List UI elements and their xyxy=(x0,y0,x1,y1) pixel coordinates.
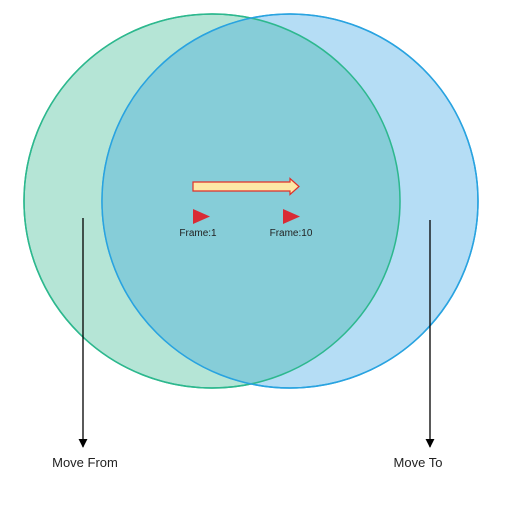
move-from-label: Move From xyxy=(52,455,118,470)
right-arrow-icon xyxy=(192,177,300,196)
move-to-circle-outline xyxy=(101,13,479,389)
frame-1-marker-icon xyxy=(193,209,210,224)
move-to-label: Move To xyxy=(394,455,443,470)
frame-start-label: Frame:1 xyxy=(179,228,217,239)
move-from-circle-outline xyxy=(23,13,401,389)
frame-10-marker-icon xyxy=(283,209,300,224)
frame-end-label: Frame:10 xyxy=(270,228,313,239)
